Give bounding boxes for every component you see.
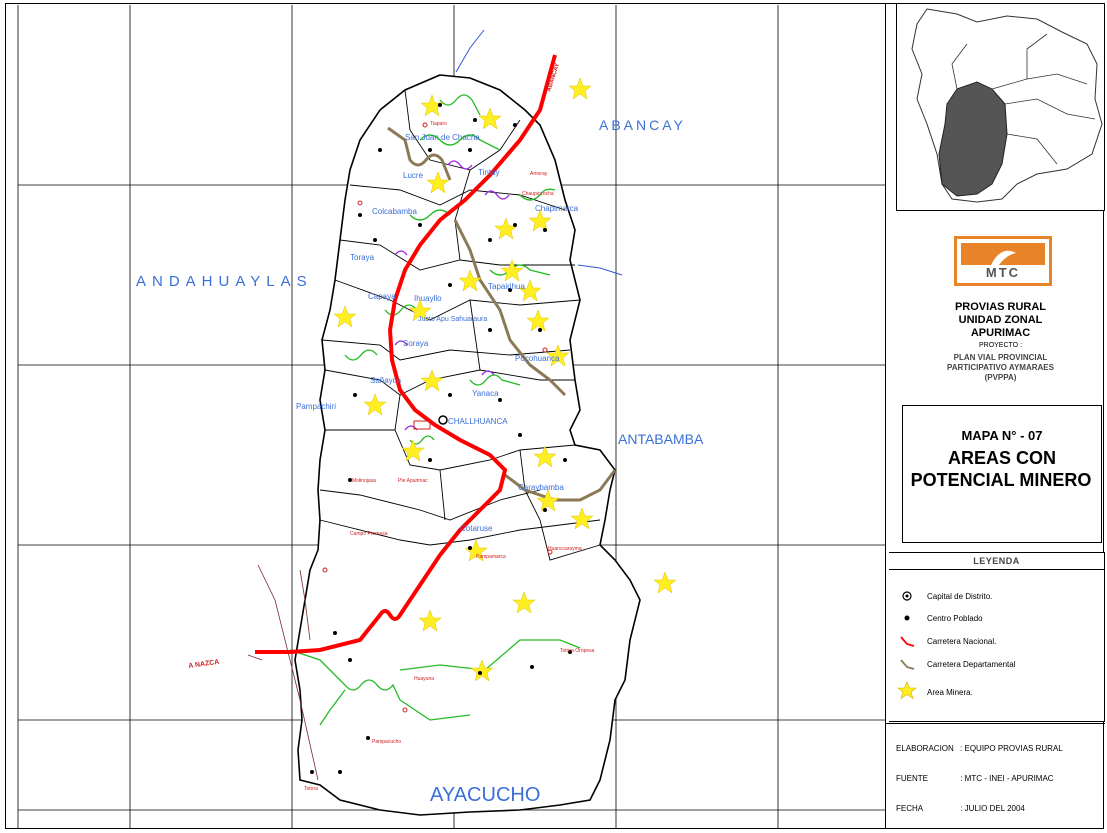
legend-item: Centro Poblado xyxy=(897,611,983,625)
logo-swoosh-icon xyxy=(991,250,1016,265)
district-label: Pampachiri xyxy=(296,402,336,411)
place-label: Chaupiccocha xyxy=(522,191,554,197)
district-label: Soraya xyxy=(403,339,429,348)
district-labels: San Juan de Chacña Lucre Tintay Colcabam… xyxy=(296,133,579,533)
district-label: Sañayca xyxy=(370,376,402,385)
capital-label: CHALLHUANCA xyxy=(448,417,508,426)
district-label: Tapairihua xyxy=(488,282,525,291)
national-road xyxy=(255,54,557,654)
place-label: Tiaparo xyxy=(430,121,447,127)
trails xyxy=(394,160,510,431)
district-label: Lucre xyxy=(403,171,424,180)
project-line-2: PARTICIPATIVO AYMARAES xyxy=(947,363,1054,372)
legend-label: Carretera Departamental xyxy=(927,659,1016,669)
elaboracion-value: : EQUIPO PROVIAS RURAL xyxy=(960,744,1063,753)
project-line-3: (PVPPA) xyxy=(984,373,1017,382)
mtc-logo: MTC xyxy=(954,236,1052,286)
capital-box xyxy=(413,420,431,430)
legend-label: Centro Poblado xyxy=(927,613,983,623)
elaboracion-label: ELABORACION xyxy=(896,744,954,753)
departmental-roads xyxy=(387,126,617,502)
district-label: Chapimarca xyxy=(535,204,579,213)
place-label: Pampacucho xyxy=(372,739,401,745)
project-label: PROYECTO : xyxy=(978,342,1023,349)
legend-heading: LEYENDA xyxy=(889,553,1104,570)
org-line-3: APURIMAC xyxy=(970,327,1031,339)
rural-roads xyxy=(289,94,581,726)
district-label: San Juan de Chacña xyxy=(405,133,480,142)
map-title-line-2: POTENCIAL MINERO xyxy=(910,470,1092,490)
place-label: Huayuna xyxy=(414,676,434,682)
external-roads xyxy=(247,564,319,781)
district-label: Pocohuanca xyxy=(515,354,560,363)
project-line-1: PLAN VIAL PROVINCIAL xyxy=(953,353,1048,362)
district-capital-icon xyxy=(897,589,917,603)
district-label: Tintay xyxy=(478,168,500,177)
legend-label: Capital de Distrito. xyxy=(927,591,993,601)
legend-item: Area Minera. xyxy=(897,681,973,703)
populated-center-icon xyxy=(897,611,917,625)
map-canvas: San Juan de Chacña Lucre Tintay Colcabam… xyxy=(17,5,885,828)
map-number: MAPA N° - 07 xyxy=(961,428,1043,443)
place-labels: Amoray Totora Huayuna Chaupiccocha Pampa… xyxy=(304,121,595,792)
fecha-label: FECHA xyxy=(896,804,924,813)
district-label: Capaya xyxy=(368,292,396,301)
province-highlight xyxy=(938,81,1008,197)
district-label: Caraybamba xyxy=(518,483,564,492)
district-label: Ihuayllo xyxy=(414,294,442,303)
district-label: Colcabamba xyxy=(372,207,417,216)
district-label: Justo Apu Sahuaraura xyxy=(418,316,487,323)
fuente-label: FUENTE xyxy=(896,774,928,783)
minor-capitals xyxy=(322,122,553,713)
legend-item: Carretera Departamental xyxy=(897,657,1015,671)
place-label: Huanccarayma xyxy=(548,546,582,552)
legend-box: LEYENDA Capital de Distrito. Centro Pobl… xyxy=(889,552,1105,722)
place-label: Amoray xyxy=(530,171,548,177)
mining-areas xyxy=(333,77,677,682)
org-header: MTC PROVIAS RURAL UNIDAD ZONAL APURIMAC … xyxy=(896,228,1105,408)
district-label: Yanaca xyxy=(472,389,499,398)
legend-item: Carretera Nacional. xyxy=(897,634,996,648)
place-label: Pampamarca xyxy=(476,554,506,560)
neighbor-andahuaylas: ANDAHUAYLAS xyxy=(136,273,313,290)
departmental-road-icon xyxy=(897,657,917,671)
map-title-line-1: AREAS CON xyxy=(947,448,1056,468)
org-line-2: UNIDAD ZONAL xyxy=(958,314,1043,326)
logo-text: MTC xyxy=(985,265,1021,280)
legend-item: Capital de Distrito. xyxy=(897,589,992,603)
legend-label: Carretera Nacional. xyxy=(927,636,997,646)
place-label: Totora Oropesa xyxy=(560,648,595,654)
place-label: Totora xyxy=(304,786,318,792)
district-label: Toraya xyxy=(350,253,375,262)
mining-area-icon xyxy=(897,681,917,703)
fecha-row: FECHA : JULIO DEL 2004 xyxy=(896,804,1025,813)
place-label: Campo Promesa xyxy=(350,531,388,537)
district-label: Cotaruse xyxy=(460,524,493,533)
neighbor-abancay: ABANCAY xyxy=(599,117,686,133)
rivers xyxy=(455,29,623,276)
fuente-row: FUENTE : MTC - INEI - APURIMAC xyxy=(896,774,1054,783)
region-outline xyxy=(911,8,1103,203)
place-label: Molinojasa xyxy=(352,478,376,484)
org-line-1: PROVIAS RURAL xyxy=(954,301,1047,313)
locator-map xyxy=(896,3,1105,211)
legend-label: Area Minera. xyxy=(927,687,973,697)
info-panel: MTC PROVIAS RURAL UNIDAD ZONAL APURIMAC … xyxy=(885,3,1105,830)
national-road-icon xyxy=(897,634,917,648)
district-capital-challhuanca-icon xyxy=(438,415,448,425)
road-end-nazca: A NAZCA xyxy=(188,659,220,670)
fecha-value: : JULIO DEL 2004 xyxy=(960,804,1025,813)
fuente-value: : MTC - INEI - APURIMAC xyxy=(960,774,1054,783)
place-label: Pte Apurimac xyxy=(398,478,428,484)
neighbor-antabamba: ANTABAMBA xyxy=(618,431,704,447)
elaboracion-row: ELABORACION : EQUIPO PROVIAS RURAL xyxy=(896,744,1063,753)
neighbor-ayacucho: AYACUCHO xyxy=(430,784,541,806)
title-box: MAPA N° - 07 AREAS CON POTENCIAL MINERO xyxy=(902,405,1102,543)
populated-centers xyxy=(310,103,572,774)
region-internal-lines xyxy=(951,33,1096,165)
metadata: ELABORACION : EQUIPO PROVIAS RURAL FUENT… xyxy=(886,723,1105,830)
